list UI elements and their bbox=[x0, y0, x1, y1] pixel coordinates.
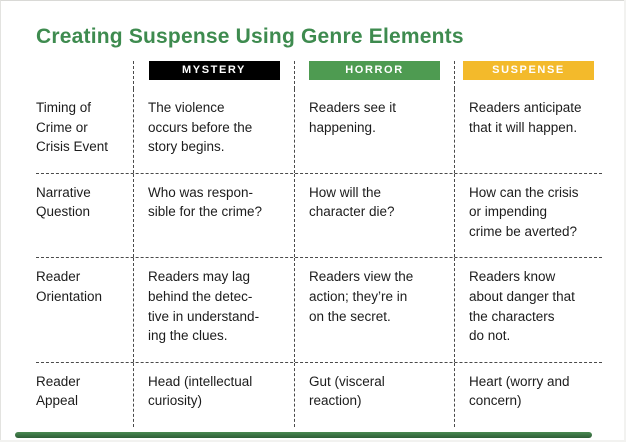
cell-timing-suspense: Readers anticipate that it will happen. bbox=[454, 89, 602, 173]
row-label-reader-appeal: Reader Appeal bbox=[36, 373, 81, 409]
table-row-timing: Timing of Crime or Crisis Event The viol… bbox=[36, 89, 602, 173]
genre-elements-table: MYSTERY HORROR SUSPENSE Timing of Crime … bbox=[36, 61, 602, 427]
cell-narrative-suspense: How can the crisis or impending crime be… bbox=[454, 173, 602, 258]
cell-appeal-horror: Gut (visceral reaction) bbox=[294, 362, 454, 427]
header-cell-mystery: MYSTERY bbox=[133, 61, 294, 89]
row-label-narrative-question: Narrative Question bbox=[36, 184, 91, 220]
cell-appeal-suspense: Heart (worry and concern) bbox=[454, 362, 602, 427]
table-row-reader-appeal: Reader Appeal Head (intellectual curiosi… bbox=[36, 361, 602, 427]
cell-narrative-mystery: Who was respon- sible for the crime? bbox=[133, 173, 294, 258]
row-label-timing: Timing of Crime or Crisis Event bbox=[36, 100, 109, 155]
cell-orientation-horror: Readers view the action; they’re in on t… bbox=[294, 258, 454, 362]
row-label-reader-orientation: Reader Orientation bbox=[36, 269, 103, 304]
column-header-suspense: SUSPENSE bbox=[463, 61, 594, 80]
cell-narrative-horror: How will the character die? bbox=[294, 173, 454, 258]
header-cell-horror: HORROR bbox=[294, 61, 454, 89]
page-title: Creating Suspense Using Genre Elements bbox=[36, 25, 464, 48]
cell-timing-horror: Readers see it happening. bbox=[294, 89, 454, 173]
header-cell-suspense: SUSPENSE bbox=[454, 61, 602, 89]
column-header-horror: HORROR bbox=[309, 61, 440, 80]
table-header-row: MYSTERY HORROR SUSPENSE bbox=[36, 61, 602, 89]
cell-appeal-mystery: Head (intellectual curiosity) bbox=[133, 362, 294, 427]
cell-timing-mystery: The violence occurs before the story beg… bbox=[133, 89, 294, 173]
cell-orientation-suspense: Readers know about danger that the chara… bbox=[454, 258, 602, 362]
table-row-narrative-question: Narrative Question Who was respon- sible… bbox=[36, 172, 602, 258]
column-header-mystery: MYSTERY bbox=[148, 61, 280, 80]
header-spacer bbox=[36, 61, 133, 89]
page-edge-decoration bbox=[15, 432, 592, 438]
cell-orientation-mystery: Readers may lag behind the detec- tive i… bbox=[133, 258, 294, 362]
table-row-reader-orientation: Reader Orientation Readers may lag behin… bbox=[36, 257, 602, 362]
